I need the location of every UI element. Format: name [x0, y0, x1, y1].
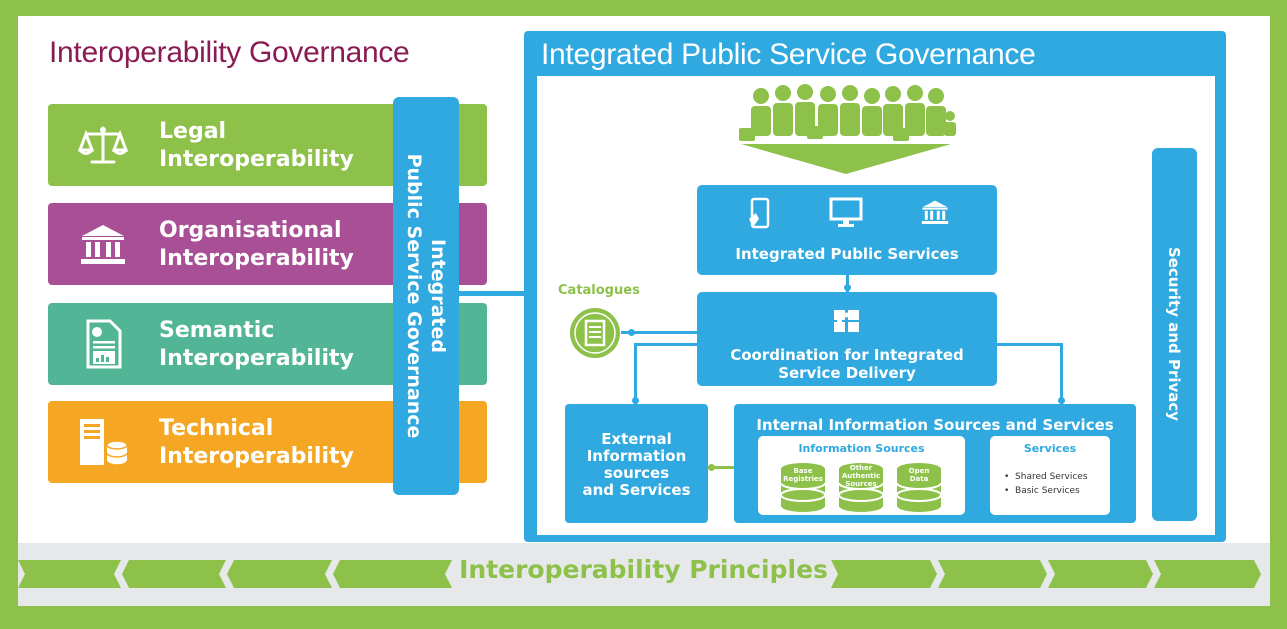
connector-dot — [844, 284, 851, 291]
connector-dot — [628, 329, 635, 336]
institution-icon — [81, 225, 125, 264]
integrated-public-services-label: Integrated Public Services — [735, 245, 959, 263]
list-item: • Basic Services — [1004, 486, 1080, 496]
ipsg-title: Integrated Public Service Governance — [541, 38, 1036, 71]
connector-dot — [1058, 397, 1065, 404]
connector-dot — [632, 397, 639, 404]
branch-line-right — [997, 343, 1063, 346]
mobile-icon — [749, 197, 770, 229]
document-chart-icon — [86, 319, 122, 369]
catalogue-icon — [570, 308, 620, 358]
puzzle-icon — [834, 310, 859, 332]
integrated-public-services-box: Integrated Public Services — [697, 185, 997, 275]
external-internal-connector — [708, 466, 756, 469]
services-card: Services • Shared Services • Basic Servi… — [990, 436, 1110, 515]
catalogues-label: Catalogues — [558, 283, 640, 298]
institution-icon — [921, 200, 949, 224]
branch-line-left — [634, 343, 698, 346]
principles-arrows — [18, 560, 1261, 588]
information-sources-title: Information Sources — [798, 442, 925, 455]
citizens-icon — [739, 84, 956, 174]
branch-line-left-down — [634, 343, 637, 404]
server-database-icon — [80, 419, 128, 466]
interoperability-principles-label: Interoperability Principles — [459, 555, 828, 584]
connector-dot — [708, 464, 715, 471]
monitor-icon — [829, 197, 863, 227]
governance-connector — [459, 291, 525, 296]
security-privacy-bar: Security and Privacy — [1152, 148, 1197, 521]
internal-sources-title: Internal Information Sources and Service… — [756, 416, 1114, 434]
catalogue-connector — [621, 331, 697, 334]
security-privacy-label: Security and Privacy — [1165, 246, 1183, 422]
list-item: • Shared Services — [1004, 472, 1088, 482]
branch-line-right-down — [1060, 343, 1063, 404]
scales-icon — [78, 126, 128, 164]
services-title: Services — [1023, 442, 1077, 455]
interoperability-governance-title: Interoperability Governance — [49, 36, 410, 69]
data-sources-icons — [780, 463, 942, 514]
services-list: • Shared Services • Basic Services — [1004, 470, 1088, 498]
